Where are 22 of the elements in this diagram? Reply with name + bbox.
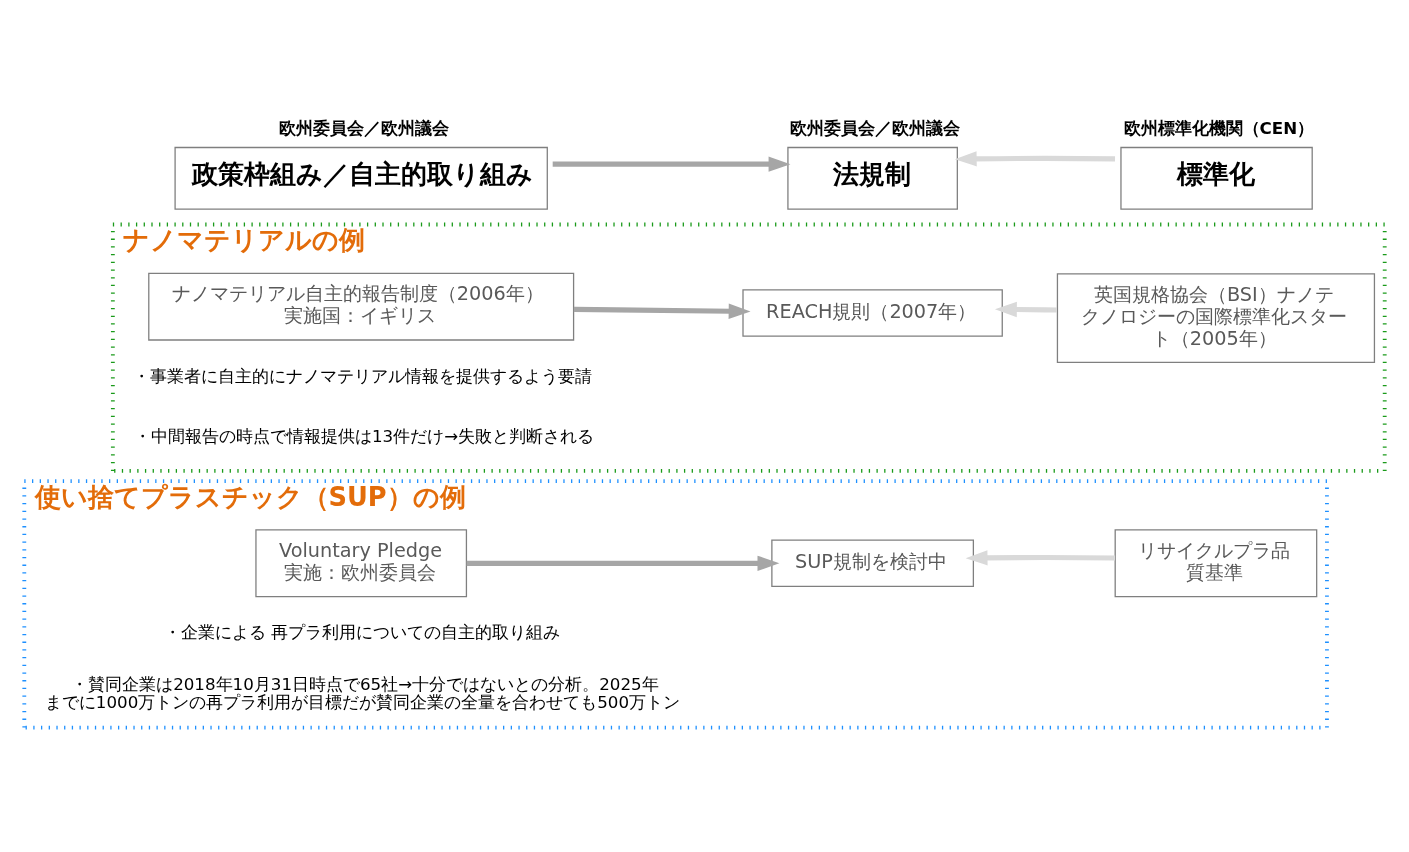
- node-box: 標準化: [1120, 146, 1313, 210]
- arrow: [466, 555, 780, 571]
- node-label: 欧州委員会／欧州議会: [790, 118, 961, 138]
- label: ・中間報告の時点で情報提供は13件だけ→失敗と判断される: [134, 426, 595, 446]
- label: ・賛同企業は2018年10月31日時点で65社→十分ではないとの分析。2025年までに1000万トンの再プラ利用が目標だが賛同企業の全量を合わせても500万トン: [44, 674, 681, 712]
- arrow: [965, 550, 1116, 566]
- arrow: [552, 156, 791, 172]
- node-box: REACH規則（2007年）: [742, 289, 1003, 337]
- node-box: リサイクルプラ品質基準: [1114, 529, 1318, 598]
- arrow: [954, 151, 1116, 167]
- arrow: [573, 303, 751, 319]
- node-label: 欧州委員会／欧州議会: [279, 118, 450, 138]
- node-box: ナノマテリアル自主的報告制度（2006年） 実施国：イギリス: [148, 272, 575, 341]
- node-box: 政策枠組み／自主的取り組み: [174, 146, 548, 210]
- label: ・企業による 再プラ利用についての自主的取り組み: [164, 623, 561, 643]
- node-box: 英国規格協会（BSI）ナノテクノロジーの国際標準化スタート（2005年）: [1056, 273, 1376, 364]
- node-box: SUP規制を検討中: [771, 539, 974, 588]
- arrow: [994, 301, 1057, 318]
- label: ・事業者に自主的にナノマテリアル情報を提供するよう要請: [133, 366, 593, 386]
- node-box: 法規制: [787, 146, 958, 210]
- node-box: Voluntary Pledge 実施：欧州委員会: [255, 529, 468, 598]
- node-label: 欧州標準化機関（CEN）: [1123, 118, 1315, 138]
